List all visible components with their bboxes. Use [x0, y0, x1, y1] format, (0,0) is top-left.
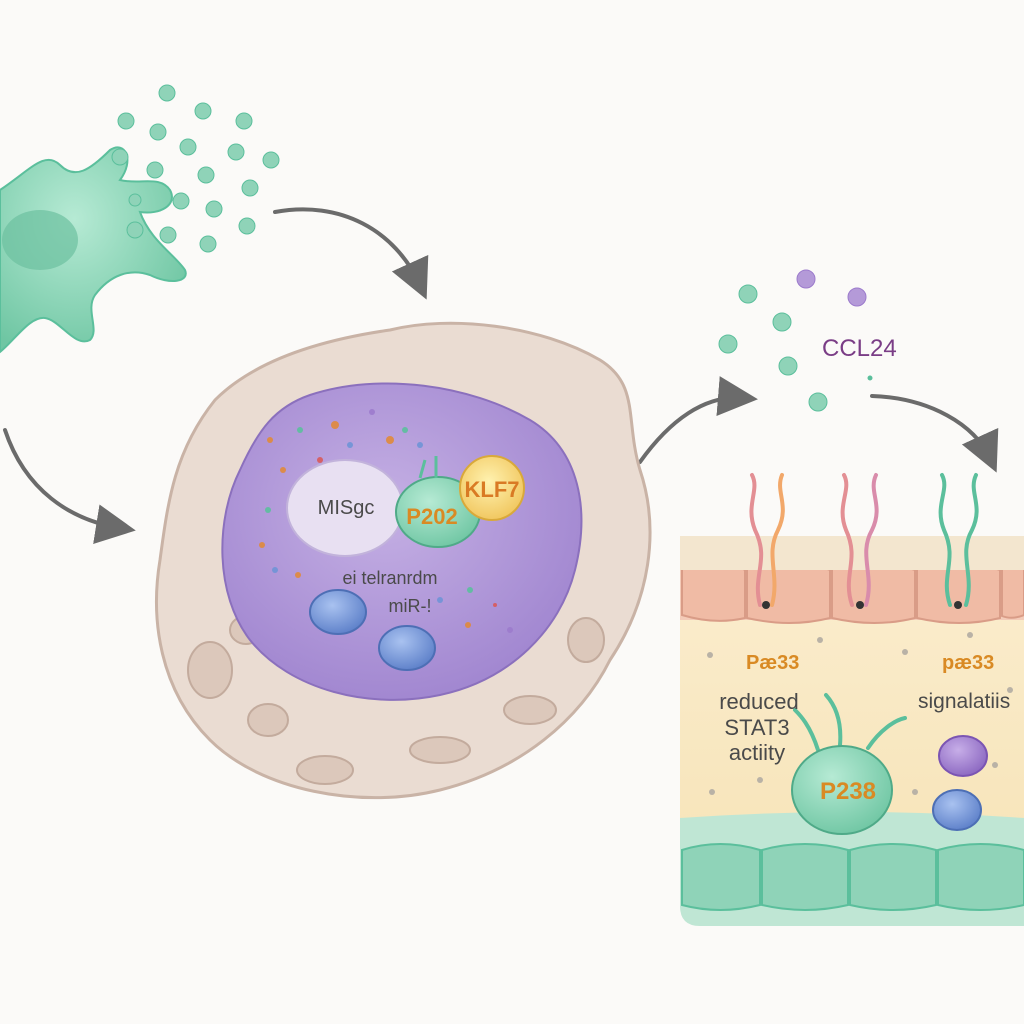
left-caption-2: STAT3	[724, 715, 789, 740]
p202-label: P202	[406, 504, 457, 529]
marker-left-label: Pæ33	[746, 652, 799, 674]
secreted-particles	[111, 84, 280, 253]
nucleus-label: MISgc	[318, 497, 375, 519]
klf7-label: KLF7	[465, 477, 520, 502]
right-caption: signalatiis	[918, 690, 1010, 713]
cell-text-line-2: miR-!	[389, 596, 432, 616]
target-cell	[155, 321, 652, 800]
nucleus-specks	[259, 409, 513, 633]
vesicle-icon	[932, 789, 982, 831]
ccl24-particles	[718, 269, 873, 412]
cell-text-line-1: ei telranrdm	[342, 568, 437, 588]
klf7-factor	[459, 455, 525, 521]
ccl24-label: CCL24	[822, 335, 897, 362]
tissue-block	[680, 473, 1024, 926]
receptor-icon	[749, 473, 979, 607]
vesicle-icon	[378, 625, 436, 671]
vesicle-icon	[938, 735, 988, 777]
left-caption-3: actiity	[729, 740, 785, 765]
p238-label: P238	[820, 778, 876, 805]
curved-arrow-icon	[3, 207, 999, 544]
marker-right-label: pæ33	[942, 652, 994, 674]
left-caption-1: reduced	[719, 689, 799, 714]
source-cell-icon	[0, 146, 187, 354]
vesicle-icon	[309, 589, 367, 635]
p238-receptor	[791, 693, 907, 835]
